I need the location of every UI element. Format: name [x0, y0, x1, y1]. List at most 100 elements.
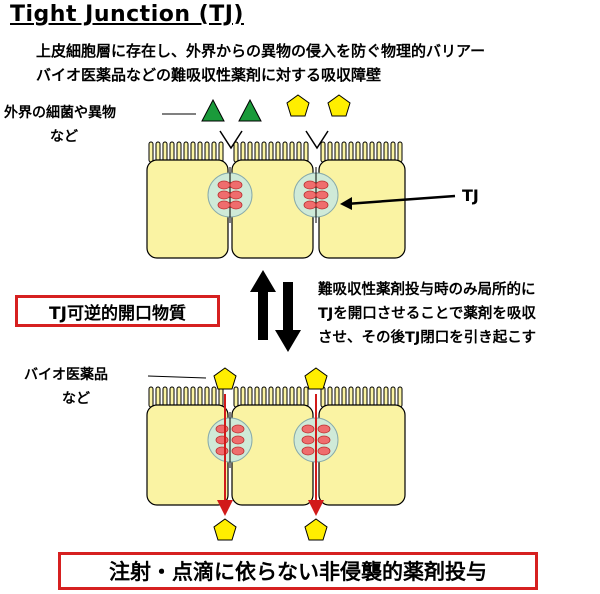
external-foreign-label: 外界の細菌や異物: [4, 105, 116, 121]
double-arrow-icon: [250, 270, 301, 352]
tj-protein: [229, 190, 243, 200]
explanation-line-1: 難吸収性薬剤投与時のみ局所的に: [318, 282, 536, 298]
microvillus: [233, 141, 239, 163]
yellow-pentagon-icon: [304, 518, 328, 541]
microvillus: [327, 386, 333, 408]
epithelial-cell: [231, 159, 314, 259]
tj-protein: [315, 180, 329, 190]
microvillus: [348, 141, 354, 163]
microvillus: [383, 386, 389, 408]
microvillus: [155, 141, 161, 163]
microvillus: [397, 141, 403, 163]
microvillus: [289, 386, 295, 408]
tight-junction: [293, 417, 339, 463]
biologics-label-nado: など: [62, 391, 90, 407]
tj-protein: [229, 180, 243, 190]
microvillus: [355, 386, 361, 408]
tj-pointer-line: [345, 194, 456, 206]
yellow-pentagon-icon: [327, 94, 351, 117]
microvillus: [240, 141, 246, 163]
microvillus: [148, 141, 154, 163]
microvillus: [204, 386, 210, 408]
microvillus: [303, 386, 309, 408]
microvillus: [261, 141, 267, 163]
microvillus: [155, 386, 161, 408]
tj-protein: [317, 435, 331, 445]
microvillus: [169, 386, 175, 408]
tj-protein: [231, 446, 245, 456]
epithelial-layer-open: [146, 386, 406, 506]
microvillus: [197, 141, 203, 163]
microvillus: [148, 386, 154, 408]
microvillus: [355, 141, 361, 163]
microvillus: [390, 141, 396, 163]
tight-junction: [293, 172, 339, 218]
page-title: Tight Junction (TJ): [10, 2, 244, 27]
tj-protein: [231, 424, 245, 434]
microvillus: [369, 141, 375, 163]
green-triangle-icon: [238, 98, 262, 122]
microvillus: [204, 141, 210, 163]
microvillus: [211, 386, 217, 408]
biologics-label: バイオ医薬品: [24, 367, 108, 383]
microvillus: [275, 141, 281, 163]
microvillus: [268, 386, 274, 408]
tj-protein: [217, 180, 231, 190]
microvillus: [327, 141, 333, 163]
external-foreign-label-nado: など: [50, 129, 78, 145]
microvillus: [176, 141, 182, 163]
yellow-pentagon-icon: [213, 518, 237, 541]
tj-protein: [317, 446, 331, 456]
microvillus: [176, 386, 182, 408]
microvillus: [247, 141, 253, 163]
tj-protein: [215, 424, 229, 434]
microvillus: [376, 386, 382, 408]
microvillus: [362, 386, 368, 408]
microvillus: [183, 141, 189, 163]
description-line-2: バイオ医薬品などの難吸収性薬剤に対する吸収障壁: [36, 66, 382, 84]
microvillus: [162, 141, 168, 163]
yellow-pentagon-icon: [304, 367, 328, 390]
tj-protein: [303, 190, 317, 200]
tight-junction: [207, 417, 253, 463]
epithelial-cell: [231, 404, 314, 506]
microvillus: [261, 386, 267, 408]
microvillus: [303, 141, 309, 163]
microvillus: [254, 386, 260, 408]
microvillus: [247, 386, 253, 408]
microvillus: [362, 141, 368, 163]
microvillus: [190, 141, 196, 163]
tj-protein: [315, 200, 329, 210]
microvillus: [218, 141, 224, 163]
microvillus: [211, 141, 217, 163]
blocked-arrow-icon: [219, 130, 243, 150]
microvillus: [341, 141, 347, 163]
microvillus: [369, 386, 375, 408]
microvillus: [376, 141, 382, 163]
tj-protein: [215, 435, 229, 445]
tj-protein: [231, 435, 245, 445]
microvillus: [341, 386, 347, 408]
microvillus: [197, 386, 203, 408]
microvillus: [320, 386, 326, 408]
microvillus: [233, 386, 239, 408]
microvillus: [183, 386, 189, 408]
tj-protein: [229, 200, 243, 210]
epithelial-cell: [318, 404, 406, 506]
yellow-pentagon-icon: [213, 367, 237, 390]
result-box: 注射・点滴に依らない非侵襲的薬剤投与: [58, 552, 538, 590]
microvillus: [334, 386, 340, 408]
description-line-1: 上皮細胞層に存在し、外界からの異物の侵入を防ぐ物理的バリアー: [36, 42, 486, 60]
microvillus: [282, 386, 288, 408]
epithelial-cell: [146, 404, 229, 506]
biologics-pointer-line: [147, 375, 207, 379]
microvillus: [218, 386, 224, 408]
tj-pointer-arrowhead: [340, 197, 352, 210]
microvillus: [268, 141, 274, 163]
epithelial-cell: [318, 159, 406, 259]
tj-protein: [215, 446, 229, 456]
microvillus: [348, 386, 354, 408]
tj-protein: [317, 424, 331, 434]
microvillus: [390, 386, 396, 408]
tj-protein: [217, 200, 231, 210]
